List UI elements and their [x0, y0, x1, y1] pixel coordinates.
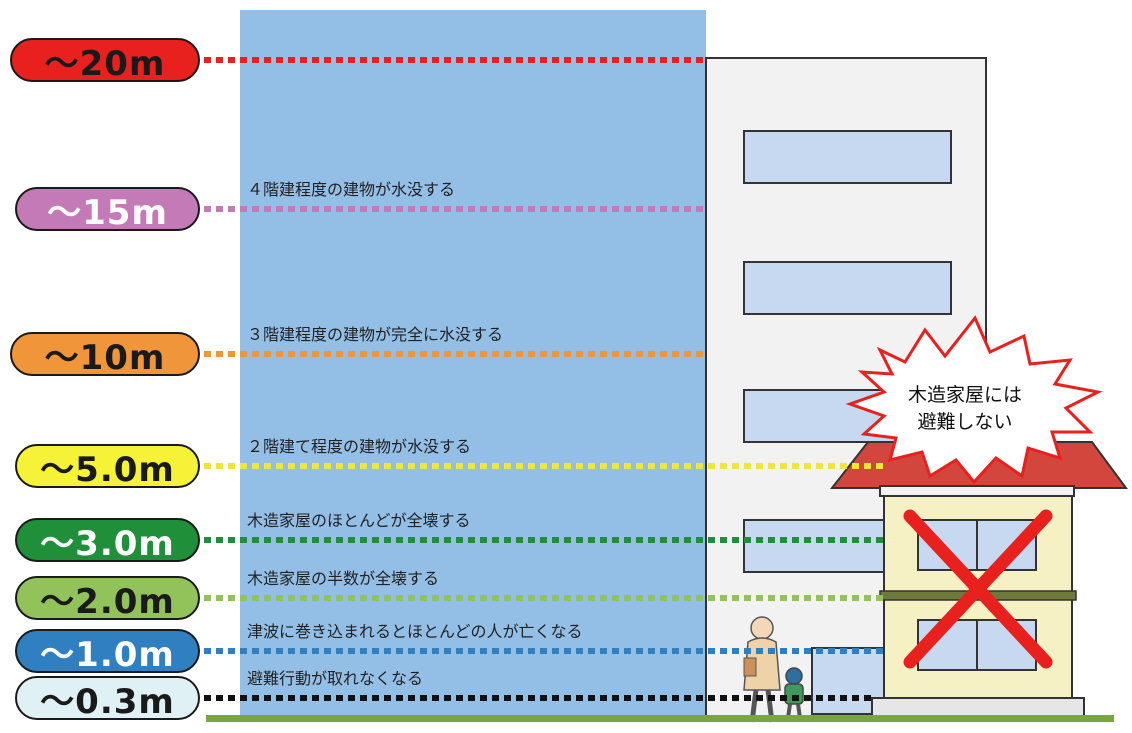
house-eave [879, 485, 1075, 497]
level-description: ４階建程度の建物が水没する [247, 180, 456, 199]
level-description: 木造家屋のほとんどが全壊する [247, 511, 471, 530]
level-label-pill: ～3.0m [15, 518, 200, 564]
ground [206, 715, 1114, 722]
level-label-pill: ～20m [10, 38, 200, 84]
callout-burst [845, 315, 1103, 485]
level-description: ２階建て程度の建物が水没する [247, 437, 472, 456]
level-description: 津波に巻き込まれるとほとんどの人が亡くなる [247, 622, 583, 641]
callout-text: 木造家屋には 避難しない [895, 382, 1035, 436]
building-window [743, 130, 952, 184]
cross-mark [903, 509, 1053, 669]
house-base [871, 697, 1085, 717]
building-window [743, 261, 952, 315]
callout-line-2: 避難しない [917, 411, 1013, 433]
level-label-pill: ～10m [10, 332, 200, 378]
level-label-pill: ～1.0m [15, 629, 200, 675]
callout-line-1: 木造家屋には [907, 384, 1022, 406]
level-description: 木造家屋の半数が全壊する [247, 569, 440, 588]
level-description: 避難行動が取れなくなる [247, 669, 424, 688]
level-label-pill: ～15m [15, 187, 200, 233]
level-label-pill: ～0.3m [15, 676, 200, 722]
level-description: ３階建程度の建物が完全に水没する [247, 325, 504, 344]
level-label-pill: ～5.0m [15, 444, 200, 490]
level-label-pill: ～2.0m [15, 576, 200, 622]
water-column [240, 10, 706, 716]
